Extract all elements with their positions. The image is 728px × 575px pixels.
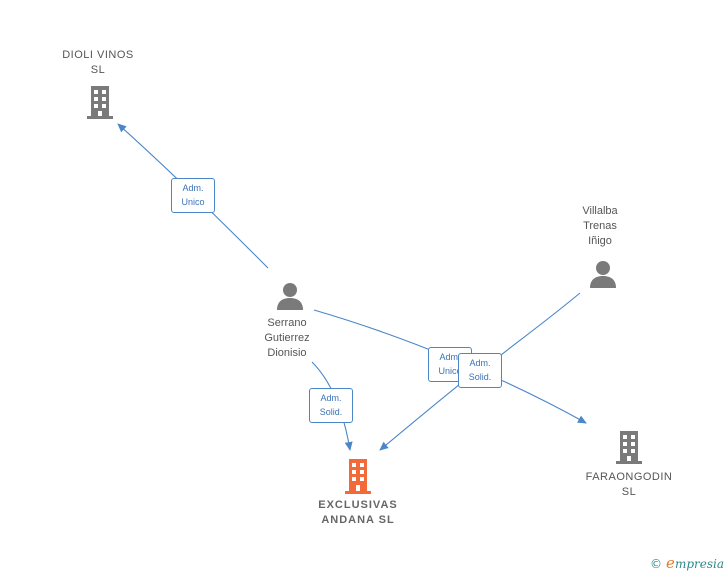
edge-label-line: Solid.: [468, 372, 492, 382]
node-name-line: Iñigo: [588, 235, 612, 247]
edge-label-line: Adm.: [439, 352, 461, 362]
node-label-serrano: Serrano Gutierrez Dionisio: [247, 316, 327, 361]
node-name-line: Gutierrez: [264, 332, 310, 344]
node-name-line: Dionisio: [267, 347, 307, 359]
node-name-line: EXCLUSIVAS: [318, 499, 398, 511]
edge-label-line: Adm.: [469, 358, 491, 368]
node-label-dioli-vinos: DIOLI VINOS SL: [48, 48, 148, 78]
edge-label-villalba[interactable]: Adm. Solid.: [458, 353, 502, 388]
node-name-line: Serrano: [267, 317, 307, 329]
node-label-faraongodin: FARAONGODIN SL: [577, 470, 681, 500]
brand-name: mpresia: [674, 557, 724, 571]
edge-label-line: Adm.: [320, 393, 342, 403]
building-icon[interactable]: [85, 85, 115, 119]
edge-label-line: Unico: [438, 366, 462, 376]
building-icon[interactable]: [614, 430, 644, 464]
edge-label-line: Unico: [181, 197, 205, 207]
node-name-line: FARAONGODIN: [585, 471, 673, 483]
node-name-line: ANDANA SL: [321, 514, 395, 526]
person-icon[interactable]: [588, 259, 618, 289]
node-label-exclusivas: EXCLUSIVAS ANDANA SL: [298, 498, 418, 528]
edge-label-serrano-dioli[interactable]: Adm. Unico: [171, 178, 215, 213]
building-icon-focus[interactable]: [343, 458, 373, 494]
node-name-line: DIOLI VINOS: [62, 49, 134, 61]
node-name-line: SL: [90, 64, 106, 76]
copyright-symbol: ©: [650, 557, 663, 571]
node-name-line: Villalba: [582, 205, 618, 217]
brand-initial: e: [666, 554, 675, 572]
empresia-logo: ©empresia: [650, 554, 724, 572]
node-name-line: Trenas: [583, 220, 617, 232]
edge-hub-exclusivas: [379, 379, 466, 451]
edge-label-line: Solid.: [319, 407, 343, 417]
edge-label-line: Adm.: [182, 183, 204, 193]
person-icon[interactable]: [275, 281, 305, 311]
node-label-villalba: Villalba Trenas Iñigo: [560, 204, 640, 249]
node-name-line: SL: [621, 486, 637, 498]
edge-label-serrano-exclusivas[interactable]: Adm. Solid.: [309, 388, 353, 423]
